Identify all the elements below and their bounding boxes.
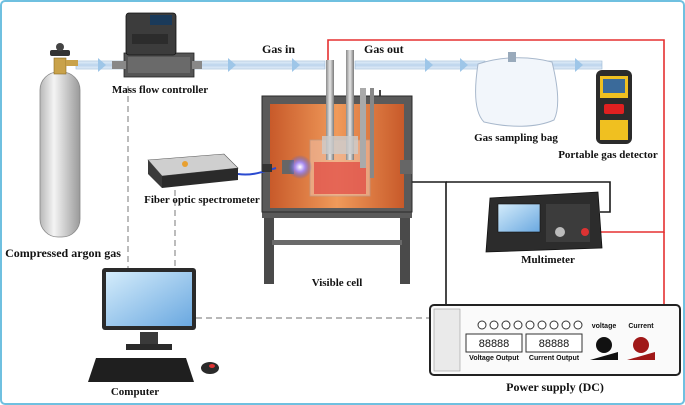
power-supply-indicators — [477, 320, 583, 330]
fiber-optic-spectrometer — [147, 153, 277, 188]
label-visible-cell: Visible cell — [312, 277, 363, 289]
portable-gas-detector — [596, 70, 632, 144]
label-gas-sampling-bag: Gas sampling bag — [474, 132, 558, 144]
label-voltage: voltage — [592, 323, 617, 330]
label-gas-in: Gas in — [262, 42, 295, 56]
label-gas-out: Gas out — [364, 42, 404, 56]
label-mass-flow-controller: Mass flow controller — [112, 84, 208, 96]
computer — [88, 268, 219, 382]
current-display — [525, 333, 583, 353]
multimeter — [485, 191, 603, 253]
label-power-supply: Power supply (DC) — [506, 380, 604, 394]
label-portable-gas-detector: Portable gas detector — [558, 149, 658, 161]
visible-cell-furnace — [261, 50, 413, 284]
label-multimeter: Multimeter — [521, 254, 575, 266]
label-compressed-argon-gas: Compressed argon gas — [5, 246, 121, 260]
label-fiber-optic-spectrometer: Fiber optic spectrometer — [144, 194, 260, 206]
argon-cylinder — [39, 43, 81, 238]
gas-line — [75, 58, 603, 72]
current-knob[interactable] — [627, 337, 655, 360]
mass-flow-controller — [112, 12, 202, 78]
label-voltage-output: Voltage Output — [469, 355, 519, 362]
current-display-digits: 88888 — [539, 338, 570, 350]
voltage-display — [465, 333, 523, 353]
data-cables — [127, 86, 430, 319]
label-computer: Computer — [111, 386, 159, 398]
label-current: Current — [628, 323, 654, 330]
gas-sampling-bag — [475, 52, 559, 127]
voltage-display-digits: 88888 — [479, 338, 510, 350]
label-current-output: Current Output — [529, 355, 580, 362]
voltage-knob[interactable] — [590, 337, 618, 360]
